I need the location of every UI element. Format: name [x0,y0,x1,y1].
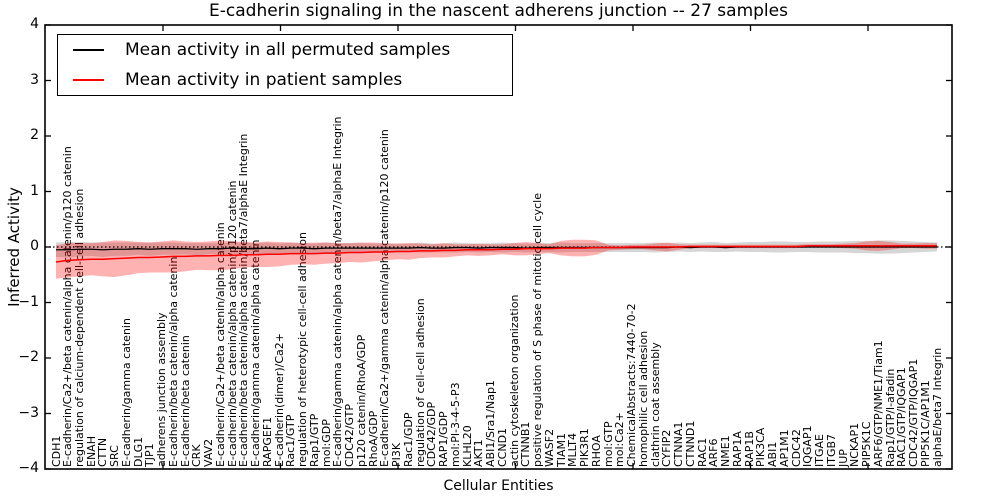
legend-label: Mean activity in all permuted samples [125,40,451,61]
y-tick-label: −1 [18,293,39,310]
y-tick-label: 1 [30,182,39,199]
y-tick-label: 3 [30,71,39,88]
y-tick-label: −2 [18,349,39,365]
red-line-swatch [73,78,104,81]
y-tick-label: −3 [18,404,39,421]
y-tick-label: 0 [30,238,39,254]
legend-label: Mean activity in patient samples [125,69,403,90]
black-line-swatch [73,49,104,52]
y-tick-label: 4 [30,16,39,32]
y-tick-label: 2 [30,127,39,143]
y-tick-label: −4 [18,460,39,476]
legend: Mean activity in all permuted samples Me… [57,34,513,96]
legend-item-patient: Mean activity in patient samples [58,66,512,94]
legend-item-permuted: Mean activity in all permuted samples [58,36,512,64]
x-axis-label: Cellular Entities [443,478,554,494]
chart-title: E-cadherin signaling in the nascent adhe… [209,1,788,21]
